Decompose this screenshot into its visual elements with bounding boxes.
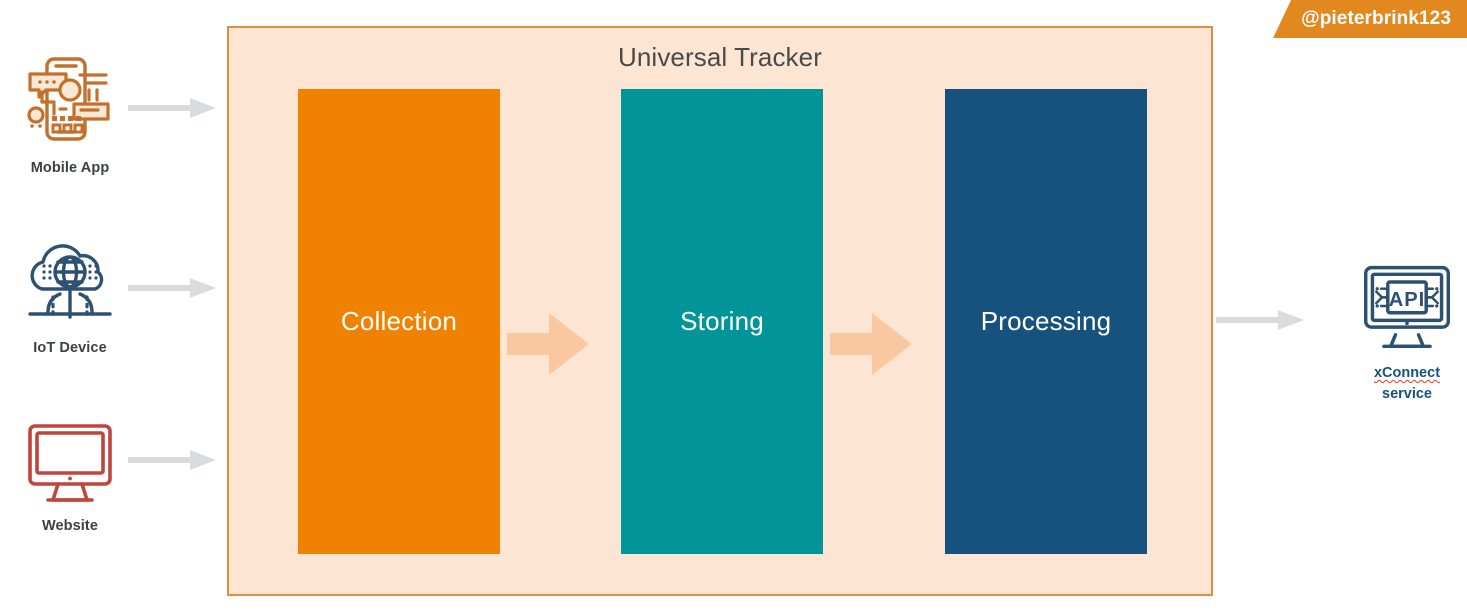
output-xconnect-service: API xConnect service [1337, 258, 1467, 404]
mobile-app-icon [27, 57, 110, 141]
source-label-mobile-app: Mobile App [30, 160, 110, 176]
feed-arrow-mobile-app [128, 98, 216, 118]
api-monitor-icon: API [1363, 265, 1451, 349]
desktop-monitor-icon [28, 424, 112, 502]
watermark-badge: @pieterbrink123 [1273, 0, 1467, 38]
stage-processing-label: Processing [980, 306, 1112, 336]
output-label: xConnect service [1337, 363, 1467, 404]
output-label-line2: service [1382, 385, 1432, 402]
source-item-mobile-app: Mobile App [0, 52, 140, 176]
stage-processing[interactable]: Processing [945, 89, 1147, 554]
svg-text:API: API [1389, 289, 1425, 311]
feed-arrow-output [1216, 310, 1304, 330]
source-label-iot-device: IoT Device [33, 340, 107, 356]
stage-storing[interactable]: Storing [621, 89, 823, 554]
stage-storing-label: Storing [680, 306, 764, 336]
feed-arrow-iot-device [128, 278, 216, 298]
iot-cloud-icon [28, 244, 112, 319]
feed-arrow-website [128, 450, 216, 470]
flow-arrow-collection-to-storing [507, 313, 589, 375]
source-item-website: Website [0, 410, 140, 534]
source-item-iot-device: IoT Device [0, 232, 140, 356]
flow-arrow-storing-to-processing [830, 313, 912, 375]
universal-tracker-container: Universal Tracker Collection Storing Pro… [227, 26, 1213, 596]
stage-collection-label: Collection [340, 306, 458, 336]
output-label-line1: xConnect [1373, 365, 1441, 381]
source-label-website: Website [41, 518, 99, 534]
watermark-handle: @pieterbrink123 [1301, 8, 1451, 29]
tracker-title: Universal Tracker [618, 42, 822, 72]
stage-collection[interactable]: Collection [298, 89, 500, 554]
